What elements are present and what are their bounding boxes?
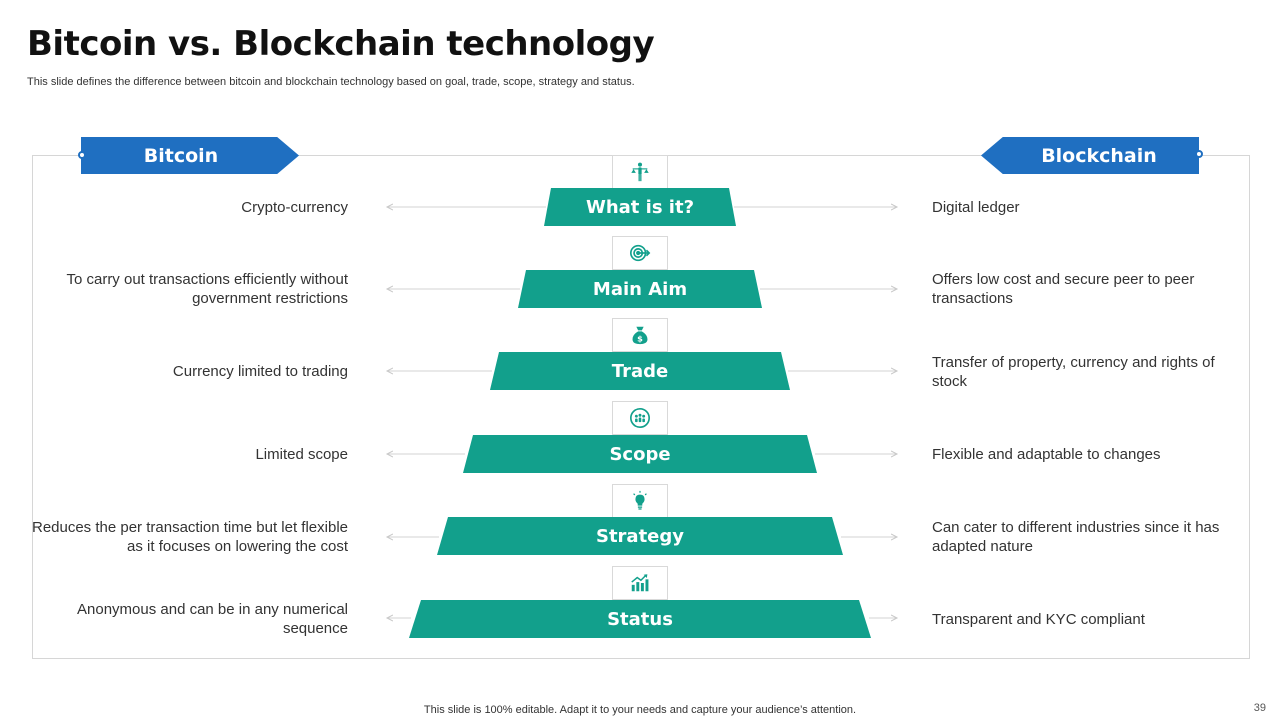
pyramid-level-what-is-it: What is it? xyxy=(544,188,736,226)
bitcoin-main-aim-text: To carry out transactions efficiently wi… xyxy=(66,271,348,307)
bitcoin-banner-dot xyxy=(78,151,86,159)
money-bag-icon: $ xyxy=(612,318,668,352)
footer-note: This slide is 100% editable. Adapt it to… xyxy=(423,704,857,716)
target-arrow-icon xyxy=(612,236,668,270)
growth-chart-icon xyxy=(612,566,668,600)
bitcoin-scope-text: Limited scope xyxy=(255,446,348,463)
pyramid-level-trade: Trade xyxy=(490,352,790,390)
pyramid-level-status: Status xyxy=(409,600,871,638)
bitcoin-strategy-text: Reduces the per transaction time but let… xyxy=(31,519,348,555)
blockchain-strategy-text: Can cater to different industries since … xyxy=(932,519,1220,555)
blockchain-main-aim-text: Offers low cost and secure peer to peer … xyxy=(932,271,1195,307)
person-scales-icon xyxy=(612,155,668,189)
bitcoin-what-is-it-text: Crypto-currency xyxy=(241,199,348,216)
blockchain-status-text: Transparent and KYC compliant xyxy=(932,611,1145,628)
page-number: 39 xyxy=(1253,702,1266,714)
lightbulb-icon xyxy=(612,484,668,518)
bitcoin-status-text: Anonymous and can be in any numerical se… xyxy=(77,601,348,637)
bitcoin-header-banner: Bitcoin xyxy=(81,137,299,174)
svg-text:$: $ xyxy=(637,333,643,343)
blockchain-trade-text: Transfer of property, currency and right… xyxy=(932,354,1215,390)
bitcoin-trade-text: Currency limited to trading xyxy=(172,363,348,380)
blockchain-header-banner: Blockchain xyxy=(981,137,1199,174)
slide-title: Bitcoin vs. Blockchain technology xyxy=(27,24,655,64)
blockchain-scope-text: Flexible and adaptable to changes xyxy=(932,446,1161,463)
pyramid-level-scope: Scope xyxy=(463,435,817,473)
pyramid-level-strategy: Strategy xyxy=(437,517,843,555)
slide-subtitle: This slide defines the difference betwee… xyxy=(27,76,635,88)
people-group-icon xyxy=(612,401,668,435)
pyramid-level-main-aim: Main Aim xyxy=(518,270,762,308)
blockchain-banner-dot xyxy=(1195,150,1203,158)
blockchain-what-is-it-text: Digital ledger xyxy=(932,199,1020,216)
